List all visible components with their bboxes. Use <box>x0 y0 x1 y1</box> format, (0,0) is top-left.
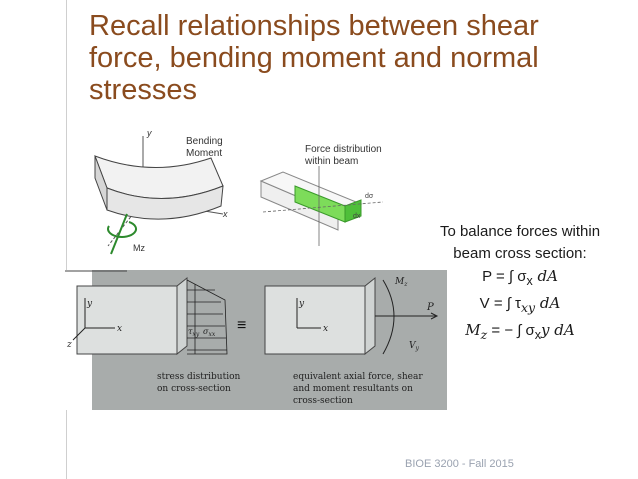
right-caption-2: and moment resultants on <box>293 384 413 394</box>
force-label-2: within beam <box>304 156 358 167</box>
moment-vector <box>110 213 128 255</box>
balance-equations: To balance forces within beam cross sect… <box>420 221 620 346</box>
balance-line-2: beam cross section: <box>453 245 587 262</box>
beam-bending-figure: y x Mz Bending Moment dσ dx Force distri… <box>94 128 384 255</box>
left-caption-1: stress distribution <box>157 372 240 382</box>
right-caption-3: cross-section <box>293 396 353 406</box>
title-line-2: force, bending moment and normal <box>89 42 539 74</box>
moment-m-label: Mz <box>394 277 408 288</box>
force-x-axis <box>262 201 384 213</box>
stress-resultants-figure: y x z τxy σxx ≡ y x P Mz Vy stress distr… <box>65 270 447 410</box>
equivalence-symbol: ≡ <box>237 317 246 334</box>
balance-line-1: To balance forces within <box>439 223 601 240</box>
bent-beam-side <box>106 185 224 220</box>
left-axis-y: y <box>86 299 93 309</box>
left-z-axis <box>72 327 86 341</box>
left-beam-face <box>76 285 178 355</box>
force-p-arrowhead <box>430 312 439 320</box>
right-caption-1: equivalent axial force, shear <box>293 372 423 382</box>
right-axis-y: y <box>298 299 305 309</box>
moment-label: Mz <box>133 243 145 253</box>
force-p-label: P <box>426 302 434 313</box>
d-sigma-label: dσ <box>365 193 374 200</box>
sigma-label: σxx <box>203 327 216 338</box>
left-axis-x: x <box>117 324 122 334</box>
shear-v-label: Vy <box>409 341 420 352</box>
dx-label: dx <box>353 213 361 220</box>
right-beam-end <box>364 276 376 356</box>
left-axis-z: z <box>66 340 72 350</box>
axis-y-label: y <box>146 128 152 138</box>
equation-m: Mz = − ∫ σxy dA <box>465 321 575 342</box>
equation-p: P = ∫ σx dA <box>482 267 558 288</box>
stress-arrows <box>186 279 228 355</box>
bending-label-2: Moment <box>186 148 222 159</box>
z-axis-line <box>107 200 144 247</box>
force-slice-side <box>344 199 362 223</box>
force-label-1: Force distribution <box>305 144 382 155</box>
title-line-3: stresses <box>89 74 197 106</box>
slide-title: Recall relationships between shear force… <box>89 10 609 106</box>
slide-footer: BIOE 3200 - Fall 2015 <box>405 458 514 470</box>
right-beam-face <box>264 285 366 355</box>
bending-label-1: Bending <box>186 136 223 147</box>
bent-beam-end <box>94 155 108 211</box>
tau-label: τxy <box>188 327 200 338</box>
left-beam-end <box>176 276 188 356</box>
left-caption-2: on cross-section <box>157 384 231 394</box>
axis-x-label: x <box>222 209 228 219</box>
moment-arrow <box>107 221 138 238</box>
title-line-1: Recall relationships between shear <box>89 10 539 42</box>
equation-v: V = ∫ τxy dA <box>479 294 561 315</box>
right-axis-x: x <box>323 324 328 334</box>
left-divider <box>66 0 67 479</box>
